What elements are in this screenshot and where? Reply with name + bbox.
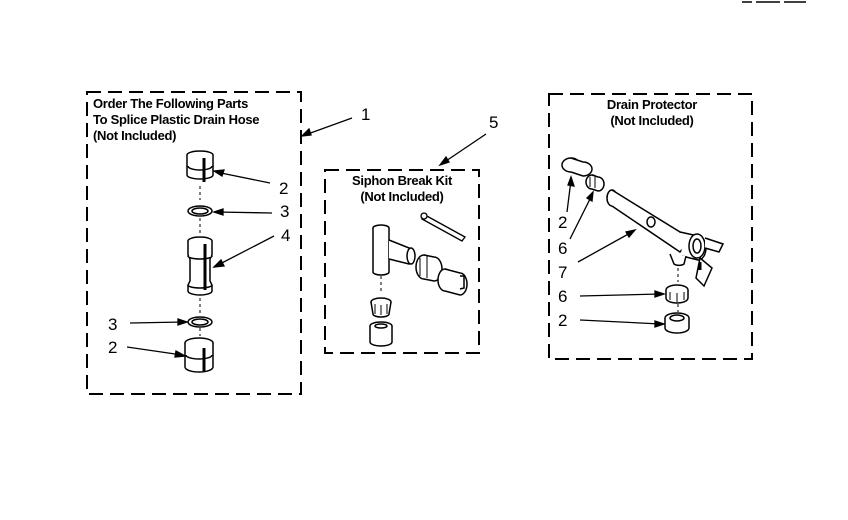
callout-1-arrow: [300, 117, 353, 137]
title-line: Siphon Break Kit: [352, 173, 452, 188]
callout-number: 5: [489, 113, 499, 132]
part-label: 3: [108, 315, 118, 334]
part-label: 3: [280, 202, 290, 221]
part-label: 2: [558, 213, 568, 232]
leader-arrows-splice: [126, 169, 275, 358]
group-box-drain-protector: [548, 93, 753, 360]
siphon-insert: [370, 297, 392, 318]
drain-protector-group-title: Drain Protector (Not Included): [552, 97, 752, 129]
splice-clamp-ring-bottom: [187, 316, 213, 328]
leader-arrows-drain: [566, 175, 667, 328]
title-line: Order The Following Parts: [93, 96, 249, 111]
siphon-nut: [415, 254, 443, 282]
title-line: (Not Included): [93, 128, 177, 143]
drain-protector-body: [606, 189, 725, 288]
splice-clamp-ring-top: [187, 205, 213, 217]
drain-end-cap-top: [561, 157, 593, 177]
siphon-pin: [420, 212, 466, 242]
group-box-siphon: [324, 169, 480, 354]
siphon-check-valve: [437, 268, 468, 296]
drain-end-cap-bottom: [664, 312, 690, 334]
part-label: 2: [279, 179, 289, 198]
siphon-end-cap: [369, 321, 393, 347]
title-line: Drain Protector: [606, 97, 698, 112]
splice-end-cap-bottom: [184, 337, 214, 373]
splice-end-cap-top: [186, 150, 214, 182]
part-label: 4: [281, 226, 291, 245]
callout-5-arrow: [438, 133, 487, 167]
splice-connector: [187, 236, 213, 296]
callout-number: 1: [361, 105, 371, 124]
drain-nut-bottom: [665, 284, 689, 304]
part-label: 7: [558, 263, 568, 282]
part-label: 6: [558, 239, 568, 258]
title-line: To Splice Plastic Drain Hose: [93, 112, 260, 127]
group-box-splice: [86, 91, 302, 395]
siphon-group-title: Siphon Break Kit (Not Included): [327, 173, 477, 205]
title-line: (Not Included): [610, 113, 694, 128]
title-line: (Not Included): [360, 189, 444, 204]
part-label: 6: [558, 287, 568, 306]
splice-group-title: Order The Following Parts To Splice Plas…: [93, 96, 260, 144]
drain-nut-top: [585, 174, 605, 192]
part-label: 2: [558, 311, 568, 330]
siphon-tee: [372, 224, 416, 276]
part-label: 2: [108, 338, 118, 357]
